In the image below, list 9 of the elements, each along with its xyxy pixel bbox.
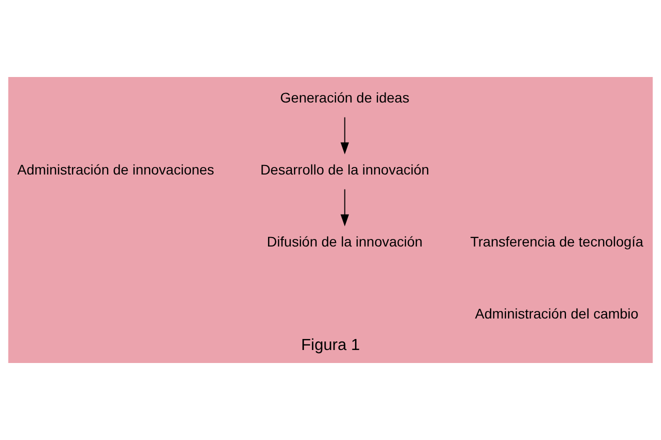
node-text: Administración de innovaciones xyxy=(17,162,214,178)
caption: Figura 1 xyxy=(301,336,360,354)
node-text: Generación de ideas xyxy=(280,90,410,106)
node-text: Desarrollo de la innovación xyxy=(260,162,430,178)
arrow xyxy=(340,188,349,226)
arrow xyxy=(340,116,349,154)
node-text: Administración del cambio xyxy=(475,306,638,322)
node-text: Difusión de la innovación xyxy=(266,234,423,250)
node-text: Transferencia de tecnología xyxy=(470,234,644,250)
